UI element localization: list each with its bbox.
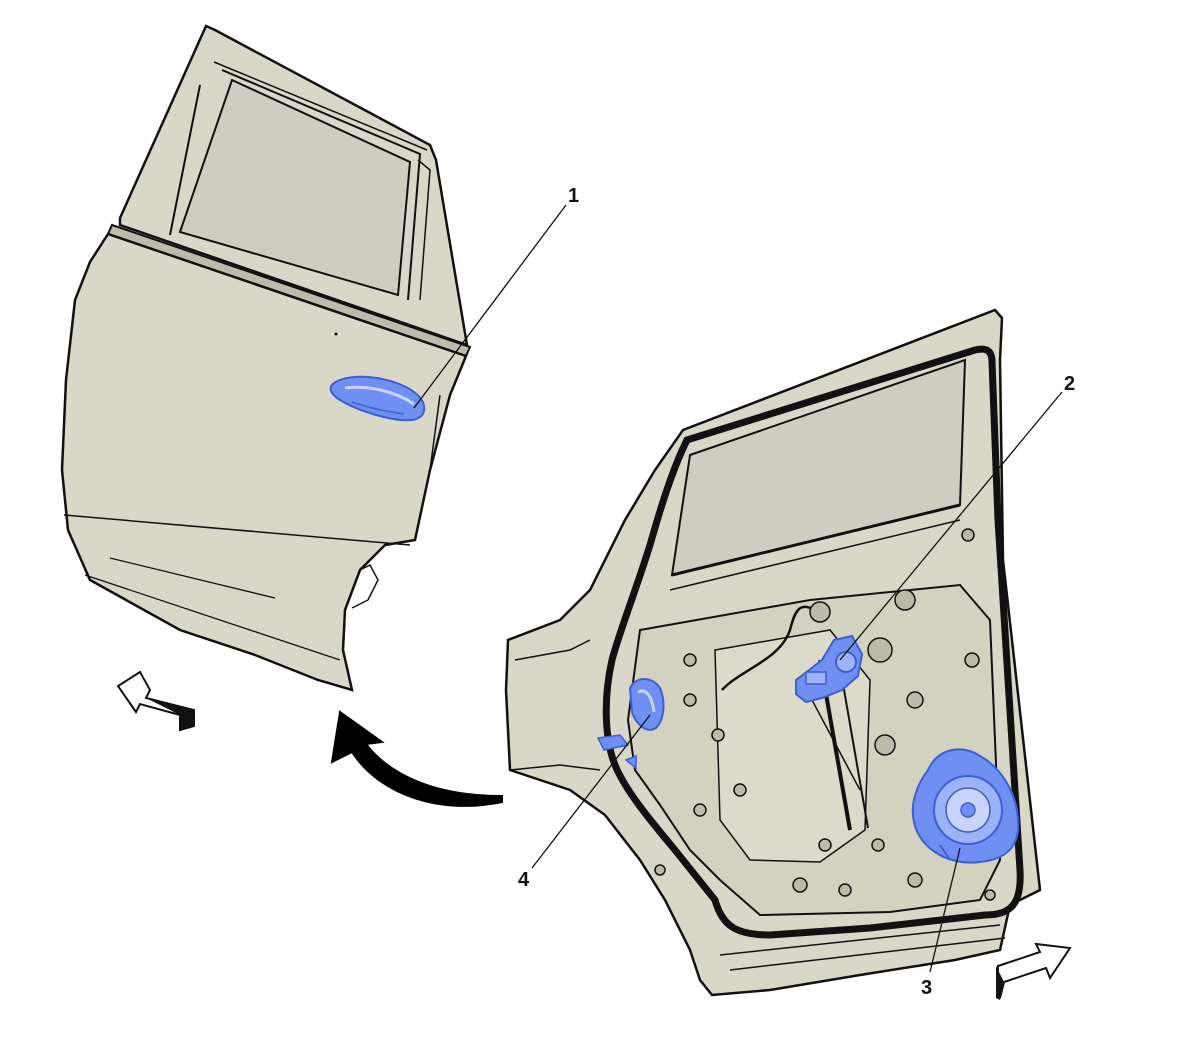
inner-door-fastener-holes bbox=[654, 528, 996, 901]
inner-door-weatherstrip bbox=[602, 345, 1024, 939]
callout-3: 3 bbox=[921, 977, 932, 999]
leader-line-1 bbox=[413, 204, 567, 409]
callout-leaders bbox=[413, 204, 1063, 973]
callout-2: 2 bbox=[1064, 373, 1075, 395]
arrow-outline-left-icon bbox=[116, 670, 195, 732]
callout-4: 4 bbox=[518, 869, 530, 891]
leader-line-4 bbox=[531, 714, 651, 869]
outer-door-glass bbox=[178, 78, 412, 297]
inside-door-handle bbox=[596, 678, 665, 770]
callout-1: 1 bbox=[568, 185, 579, 207]
outer-door-panel bbox=[60, 24, 472, 692]
leader-line-3 bbox=[929, 847, 961, 973]
leader-line-2 bbox=[839, 391, 1063, 661]
outer-door-handle bbox=[329, 375, 426, 422]
inner-door-assembly bbox=[504, 308, 1042, 997]
arrow-outline-right-icon bbox=[996, 942, 1072, 1000]
door-speaker bbox=[911, 748, 1020, 864]
curved-arrow-icon bbox=[330, 710, 503, 807]
